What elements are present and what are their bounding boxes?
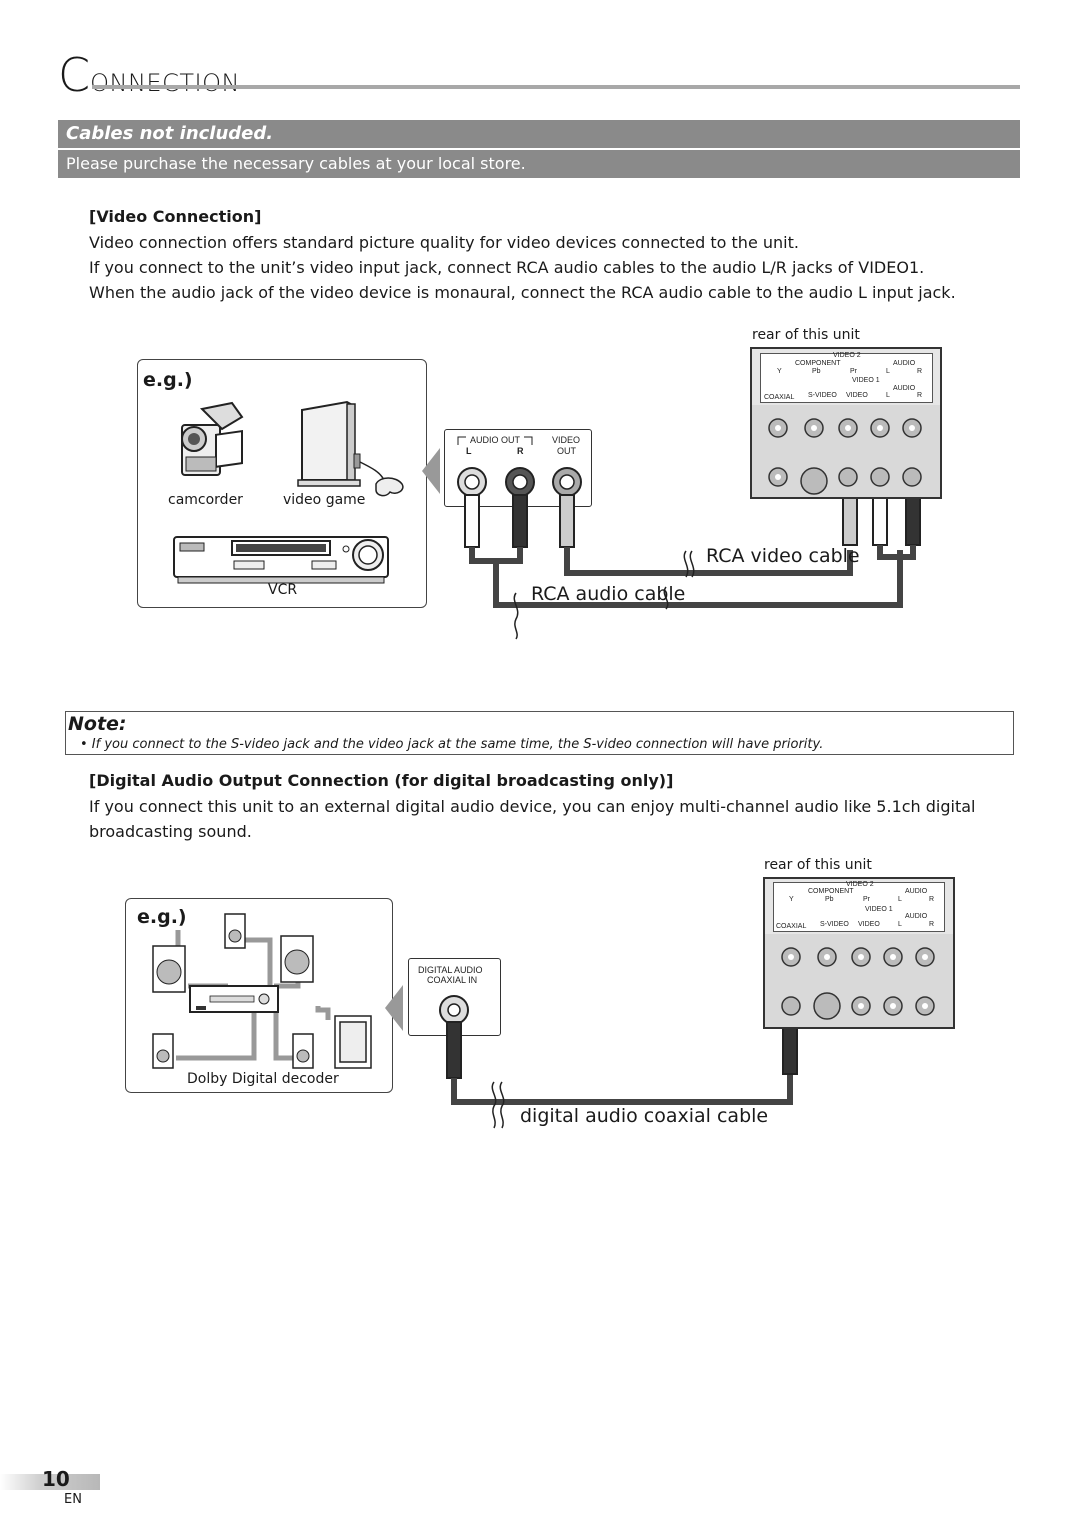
- video-out-label-1: VIDEO: [552, 435, 581, 445]
- dolby-decoder-speakers-icon: [152, 913, 372, 1069]
- panel1-l-label: L: [886, 368, 890, 375]
- audio-out-bracket: [457, 436, 533, 445]
- pointer-arrow-2: [385, 985, 403, 1031]
- coaxial-cable-diagram: [439, 995, 798, 1129]
- panel2-r-label: R: [929, 896, 935, 903]
- rear-of-unit-label-2: rear of this unit: [764, 857, 872, 873]
- panel1-r-label: R: [917, 368, 923, 375]
- vcr-label: VCR: [268, 582, 298, 598]
- coaxial-in-label: COAXIAL IN: [427, 975, 478, 985]
- device-jack-audio-l: [457, 467, 487, 497]
- pointer-arrow: [422, 448, 440, 494]
- video-connection-line-1: Video connection offers standard picture…: [89, 233, 799, 252]
- panel2-audio-label: AUDIO: [905, 888, 928, 895]
- panel2-y-label: Y: [789, 896, 794, 903]
- panel2-l2-label: L: [898, 921, 902, 928]
- panel1-coaxial-label: COAXIAL: [764, 394, 795, 401]
- camcorder-icon: [181, 401, 244, 476]
- panel2-pb-label: Pb: [825, 896, 834, 903]
- video-eg-label: e.g.): [143, 369, 193, 391]
- panel1-audio2-label: AUDIO: [893, 385, 916, 392]
- video-connection-line-3: When the audio jack of the video device …: [89, 283, 956, 302]
- rear-panel-2-jacks: [765, 934, 953, 1027]
- rear-of-unit-label-1: rear of this unit: [752, 327, 860, 343]
- panel1-r2-label: R: [917, 392, 923, 399]
- panel2-video1-label: VIDEO 1: [865, 906, 893, 913]
- purchase-note-banner: Please purchase the necessary cables at …: [58, 150, 1020, 178]
- panel2-coaxial-label: COAXIAL: [776, 923, 807, 930]
- page-title-rest: ONNECTION: [90, 69, 240, 97]
- panel2-video2-label: VIDEO 2: [846, 881, 874, 888]
- panel1-audio-label: AUDIO: [893, 360, 916, 367]
- panel2-pr-label: Pr: [863, 896, 870, 903]
- digital-audio-line-2: broadcasting sound.: [89, 822, 252, 841]
- panel2-r2-label: R: [929, 921, 935, 928]
- audio-out-label: AUDIO OUT: [470, 435, 521, 445]
- panel2-svideo-label: S-VIDEO: [820, 921, 849, 928]
- panel1-component-label: COMPONENT: [795, 360, 841, 367]
- panel2-l-label: L: [898, 896, 902, 903]
- title-rule: [92, 85, 1020, 89]
- video-connection-line-2: If you connect to the unit’s video input…: [89, 258, 925, 277]
- panel1-video2-label: VIDEO 2: [833, 352, 861, 359]
- rca-video-cable-label: RCA video cable: [706, 545, 860, 567]
- video-connection-heading: [Video Connection]: [89, 207, 262, 226]
- rear-panel-2-label-strip: [773, 882, 945, 932]
- panel1-pr-label: Pr: [850, 368, 857, 375]
- cables-not-included-banner: Cables not included.: [58, 120, 1020, 148]
- video-game-label: video game: [283, 492, 366, 508]
- device-jack-video: [552, 467, 582, 497]
- video-out-label-2: OUT: [557, 446, 576, 456]
- page-title: CONNECTION: [58, 52, 240, 98]
- digital-audio-line-1: If you connect this unit to an external …: [89, 797, 976, 816]
- panel1-video1-label: VIDEO 1: [852, 377, 880, 384]
- audio-r-label: R: [517, 446, 524, 456]
- coaxial-cable-label: digital audio coaxial cable: [520, 1105, 769, 1127]
- note-box: [65, 711, 1014, 755]
- page-language: EN: [64, 1492, 82, 1507]
- panel2-audio2-label: AUDIO: [905, 913, 928, 920]
- rear-panel-1-jacks: [752, 405, 940, 497]
- vcr-icon: [173, 536, 389, 584]
- panel1-y-label: Y: [777, 368, 782, 375]
- digital-eg-label: e.g.): [137, 906, 187, 928]
- page-number: 10: [42, 1467, 70, 1491]
- panel1-video-label: VIDEO: [846, 392, 868, 399]
- device-jack-audio-r: [505, 467, 535, 497]
- digital-audio-label: DIGITAL AUDIO: [418, 965, 483, 975]
- panel2-video-label: VIDEO: [858, 921, 880, 928]
- note-title: Note:: [68, 713, 127, 735]
- panel2-component-label: COMPONENT: [808, 888, 854, 895]
- panel1-pb-label: Pb: [812, 368, 821, 375]
- digital-audio-heading: [Digital Audio Output Connection (for di…: [89, 771, 674, 790]
- dolby-decoder-label: Dolby Digital decoder: [187, 1071, 339, 1087]
- rca-cables-diagram: [457, 467, 921, 640]
- rca-audio-cable-label: RCA audio cable: [531, 583, 686, 605]
- page-number-bar: [0, 1474, 100, 1490]
- page-title-initial: C: [58, 48, 91, 102]
- video-game-icon: [297, 400, 404, 497]
- audio-l-label: L: [466, 446, 472, 456]
- rear-panel-1-label-strip: [760, 353, 933, 403]
- panel1-l2-label: L: [886, 392, 890, 399]
- panel1-svideo-label: S-VIDEO: [808, 392, 837, 399]
- camcorder-label: camcorder: [168, 492, 243, 508]
- note-text: • If you connect to the S-video jack and…: [80, 737, 824, 752]
